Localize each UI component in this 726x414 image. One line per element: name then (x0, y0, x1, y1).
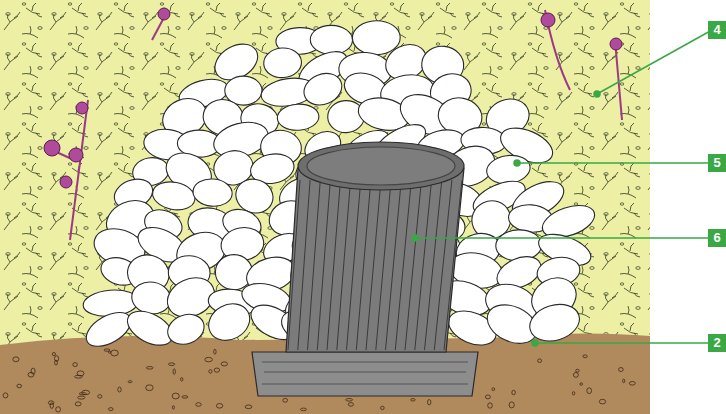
grit (173, 369, 175, 375)
pebble (352, 20, 400, 55)
grit (17, 384, 22, 388)
grit (216, 404, 222, 409)
cup-rib (376, 180, 391, 350)
grit (214, 368, 219, 372)
grit (583, 355, 587, 358)
pebble (277, 103, 320, 131)
grit (172, 406, 174, 409)
grit (172, 393, 179, 399)
pebble (150, 178, 197, 213)
pebble (192, 177, 233, 208)
grit (196, 403, 202, 407)
grit (13, 357, 19, 362)
grit (629, 382, 635, 386)
cup-rib (386, 180, 402, 350)
cup-rib (405, 180, 422, 350)
pebble (81, 305, 137, 353)
callout-number: 5 (708, 154, 726, 172)
grit (509, 402, 514, 408)
grit (3, 393, 8, 398)
pebble (215, 255, 252, 290)
grit (485, 395, 490, 399)
drain-cup (252, 142, 478, 396)
cup-rib (288, 180, 300, 350)
pebble (163, 309, 208, 349)
grit (118, 387, 121, 392)
grit (98, 395, 102, 398)
cup-rib (415, 180, 432, 350)
grit (411, 399, 416, 401)
grit (623, 379, 625, 383)
grit (182, 396, 188, 398)
grit (488, 403, 493, 408)
grit (75, 402, 81, 406)
cup-rib (298, 180, 310, 350)
grit (221, 362, 227, 366)
grit (56, 407, 61, 412)
grit (73, 363, 78, 367)
grit (209, 370, 212, 374)
grit (512, 390, 516, 394)
grit (31, 368, 35, 374)
grit (283, 398, 288, 402)
pebble (310, 25, 353, 55)
cup-rib (395, 180, 411, 350)
plant-background (0, 0, 650, 414)
grit (573, 373, 578, 378)
grit (572, 392, 574, 395)
pebbles (81, 20, 599, 353)
grit (82, 390, 90, 394)
grit (205, 357, 213, 361)
grit (580, 383, 583, 386)
grit (77, 371, 84, 376)
grit (109, 408, 114, 411)
cup-rib (308, 180, 321, 350)
grit (346, 399, 353, 402)
grit (52, 353, 55, 356)
grit (111, 350, 119, 356)
cup-rib (444, 180, 462, 350)
grit (146, 385, 153, 391)
cup-rib (425, 180, 442, 350)
grit (576, 369, 579, 372)
grit (538, 359, 542, 363)
cup-rib (366, 180, 381, 350)
pebble (495, 229, 542, 262)
pebble (525, 299, 584, 347)
grit (587, 388, 592, 394)
cup-rib (434, 180, 452, 350)
pebble (202, 297, 256, 348)
grit (168, 363, 174, 366)
grit (348, 403, 353, 407)
soil-grit (3, 349, 635, 412)
grit (381, 406, 385, 409)
pebble (263, 47, 303, 79)
callout-number: 4 (708, 21, 726, 39)
grit (50, 403, 53, 409)
cup-rib (317, 180, 330, 350)
grit (214, 349, 216, 354)
grit (78, 396, 85, 399)
grit (245, 405, 252, 409)
grit (181, 378, 183, 381)
callout-number: 6 (708, 229, 726, 247)
grit (128, 381, 132, 383)
grit (146, 367, 153, 370)
grit (619, 368, 624, 372)
callout-number: 2 (708, 334, 726, 352)
grit (55, 356, 59, 362)
leader-lines (412, 30, 712, 346)
grit (492, 388, 495, 391)
grit (301, 408, 307, 411)
grit (104, 349, 110, 351)
grit (428, 400, 431, 405)
grit (28, 372, 34, 377)
grit (599, 399, 605, 404)
